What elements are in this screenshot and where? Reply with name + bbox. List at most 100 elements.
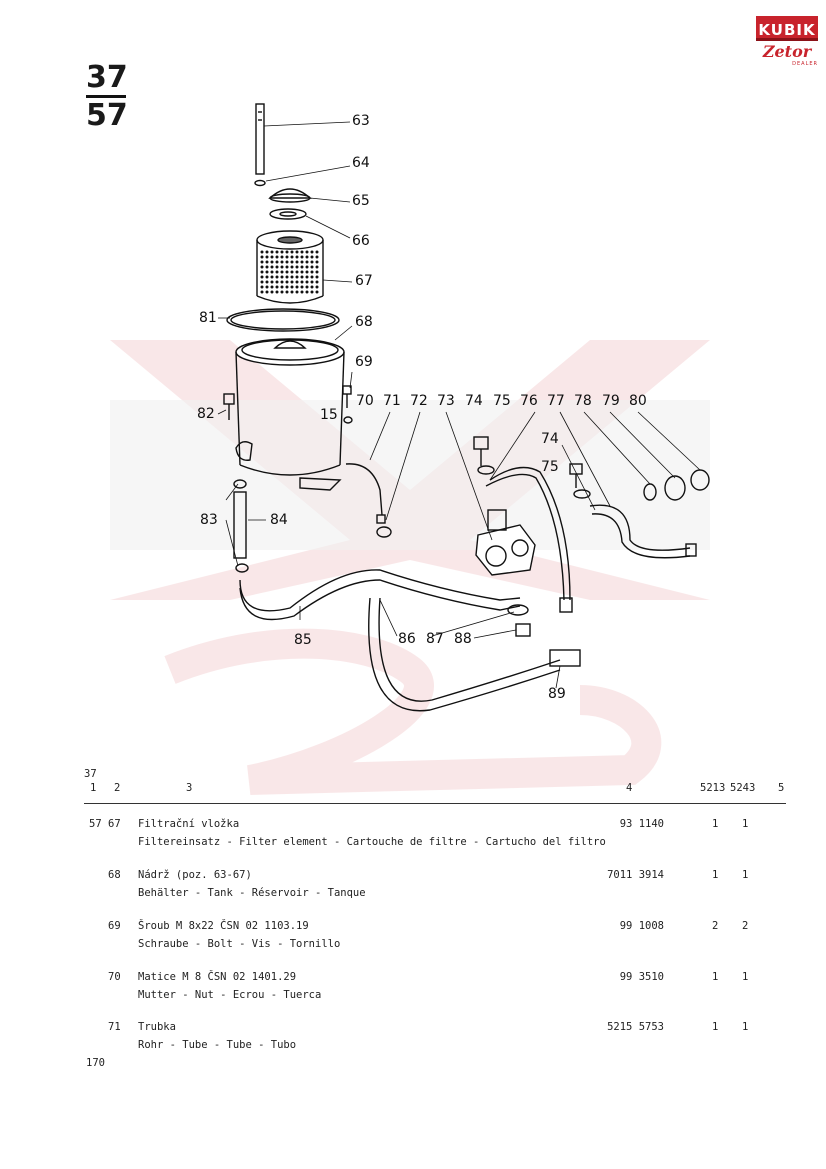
callout-75-second: 75	[541, 459, 559, 475]
section-fraction-bar	[86, 95, 126, 98]
table-row: 68 Nádrž (poz. 63-67) Behälter - Tank - …	[0, 866, 826, 906]
row-qty-5213: 1	[712, 818, 719, 830]
table-group: 37	[84, 768, 97, 780]
part-82-bolt	[223, 393, 235, 405]
part-81-seal	[226, 308, 340, 332]
part-84-hose	[233, 491, 247, 559]
callout-67: 67	[355, 273, 373, 289]
callout-75: 75	[493, 393, 511, 409]
row-position: 71	[108, 1021, 121, 1033]
part-71-tube	[345, 463, 383, 516]
callout-83: 83	[200, 512, 218, 528]
callout-77: 77	[547, 393, 565, 409]
part-77-tube	[589, 504, 691, 551]
callout-81: 81	[199, 310, 217, 326]
row-qty-5243: 1	[742, 971, 749, 983]
part-80-cap	[690, 469, 710, 491]
logo-brand: KUBIK	[756, 16, 818, 41]
part-63-rod	[255, 103, 265, 175]
row-name: Filtrační vložka	[138, 818, 240, 830]
part-86-hose	[368, 597, 561, 712]
callout-74: 74	[465, 393, 483, 409]
callout-73: 73	[437, 393, 455, 409]
row-translation: Rohr - Tube - Tube - Tubo	[138, 1039, 297, 1051]
callout-74-second: 74	[541, 431, 559, 447]
col-head-1: 1	[90, 782, 97, 794]
row-description: Nádrž (poz. 63-67) Behälter - Tank - Rés…	[138, 866, 366, 902]
table-row: 71 Trubka Rohr - Tube - Tube - Tubo 5215…	[0, 1018, 826, 1058]
part-64-ring	[254, 179, 266, 187]
section-number-top: 37	[86, 60, 128, 95]
callout-82: 82	[197, 406, 215, 422]
callout-84: 84	[270, 512, 288, 528]
callout-89: 89	[548, 686, 566, 702]
row-description: Šroub M 8x22 ČSN 02 1103.19 Schraube - B…	[138, 917, 340, 953]
part-72-clip	[376, 526, 392, 538]
row-id: 57	[89, 818, 102, 830]
row-name: Šroub M 8x22 ČSN 02 1103.19	[138, 920, 309, 932]
table-row: 57 67 Filtrační vložka Filtereinsatz - F…	[0, 815, 826, 855]
row-description: Filtrační vložka Filtereinsatz - Filter …	[138, 815, 606, 851]
col-head-5213: 5213	[700, 782, 726, 794]
row-part-number: 7011 3914	[607, 869, 664, 881]
dealer-logo: KUBIK Zetor DEALER	[756, 16, 818, 67]
callout-86: 86	[398, 631, 416, 647]
callout-78: 78	[574, 393, 592, 409]
row-qty-5243: 1	[742, 869, 749, 881]
callout-64: 64	[352, 155, 370, 171]
row-translation: Schraube - Bolt - Vis - Tornillo	[138, 938, 341, 950]
row-qty-5243: 1	[742, 818, 749, 830]
callout-70: 70	[356, 393, 374, 409]
callout-66: 66	[352, 233, 370, 249]
part-66-washer	[269, 208, 307, 220]
row-name: Trubka	[138, 1021, 176, 1033]
table-header-rule	[84, 803, 786, 804]
col-head-2: 2	[114, 782, 121, 794]
row-qty-5243: 2	[742, 920, 749, 932]
part-89-valve	[549, 649, 581, 667]
logo-maker: Zetor	[762, 42, 812, 61]
callout-72: 72	[410, 393, 428, 409]
row-part-number: 93 1140	[619, 818, 664, 830]
row-part-number: 5215 5753	[607, 1021, 664, 1033]
row-qty-5243: 1	[742, 1021, 749, 1033]
row-description: Trubka Rohr - Tube - Tube - Tubo	[138, 1018, 296, 1054]
callout-15: 15	[320, 407, 338, 423]
part-78-ring	[643, 483, 657, 501]
part-88-bolt	[515, 623, 531, 637]
callout-80: 80	[629, 393, 647, 409]
col-head-5: 5	[778, 782, 785, 794]
row-qty-5213: 2	[712, 920, 719, 932]
part-68-tank	[235, 338, 345, 491]
fuel-filter-diagram	[217, 103, 710, 712]
callout-63: 63	[352, 113, 370, 129]
row-part-number: 99 3510	[619, 971, 664, 983]
logo-sub: DEALER	[792, 61, 818, 67]
callout-68: 68	[355, 314, 373, 330]
part-67-filter	[256, 230, 324, 304]
col-head-5243: 5243	[730, 782, 756, 794]
col-head-4: 4	[626, 782, 633, 794]
callout-88: 88	[454, 631, 472, 647]
row-qty-5213: 1	[712, 869, 719, 881]
part-79-fitting	[664, 475, 686, 501]
row-part-number: 99 1008	[619, 920, 664, 932]
row-qty-5213: 1	[712, 1021, 719, 1033]
callout-85: 85	[294, 632, 312, 648]
section-number-bottom: 57	[86, 98, 128, 133]
row-description: Matice M 8 ČSN 02 1401.29 Mutter - Nut -…	[138, 968, 321, 1004]
row-name: Matice M 8 ČSN 02 1401.29	[138, 971, 297, 983]
callout-69: 69	[355, 354, 373, 370]
callout-71: 71	[383, 393, 401, 409]
part-85-hose	[239, 569, 521, 612]
col-head-3: 3	[186, 782, 193, 794]
callout-79: 79	[602, 393, 620, 409]
row-position: 67	[108, 818, 121, 830]
callout-87: 87	[426, 631, 444, 647]
part-76-tube	[489, 466, 571, 601]
callout-76: 76	[520, 393, 538, 409]
section-number: 37 57	[86, 60, 128, 133]
row-translation: Behälter - Tank - Réservoir - Tanque	[138, 887, 366, 899]
row-qty-5213: 1	[712, 971, 719, 983]
page-number: 170	[86, 1057, 105, 1069]
